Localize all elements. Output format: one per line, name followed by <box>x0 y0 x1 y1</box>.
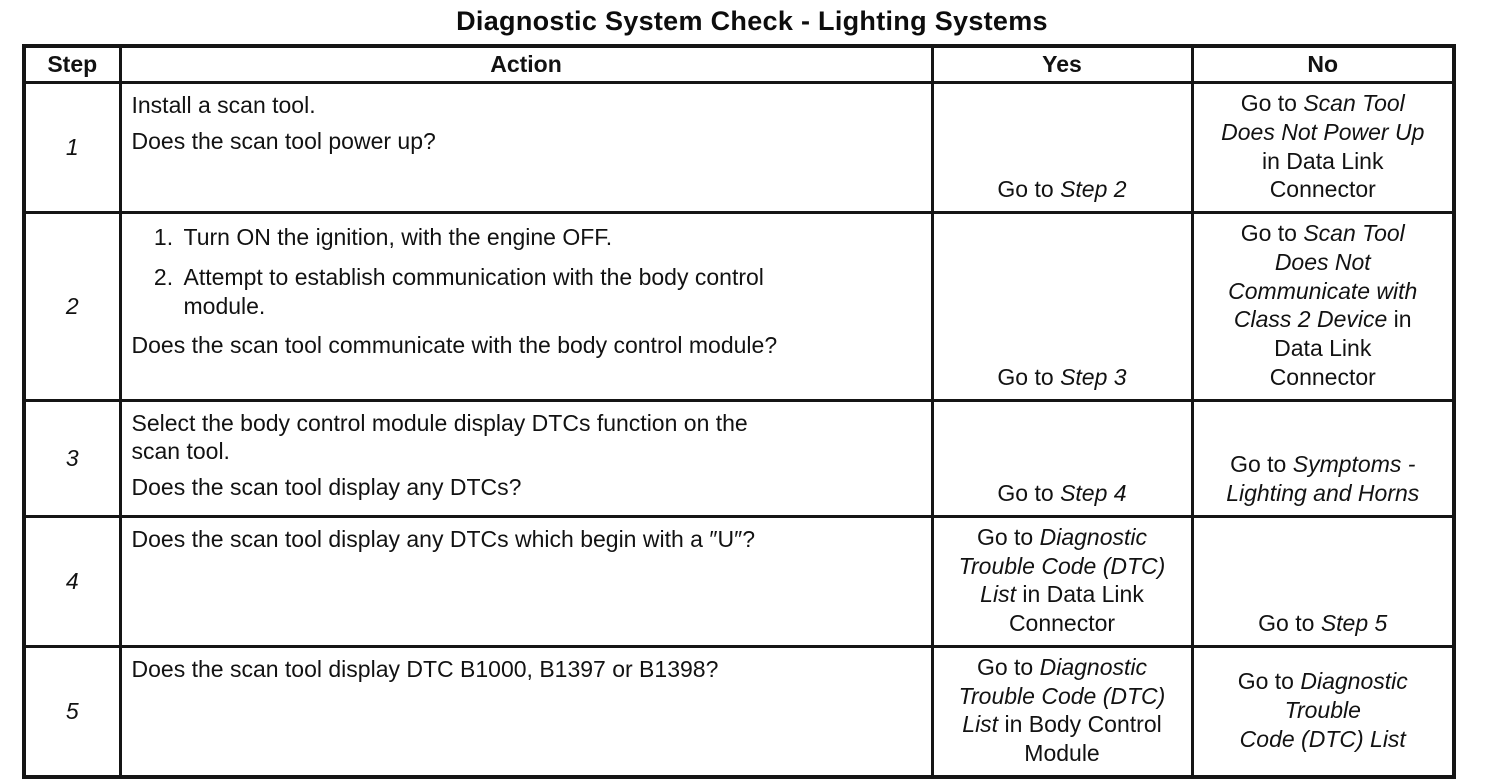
goto-reference: Step 4 <box>1060 480 1127 506</box>
step-number: 1 <box>22 81 122 214</box>
table-row: 1 Install a scan tool. Does the scan too… <box>22 81 1456 214</box>
action-list-item: Turn ON the ignition, with the engine OF… <box>180 223 919 252</box>
goto-reference: Step 3 <box>1060 363 1127 390</box>
table-row: 4 Does the scan tool display any DTCs wh… <box>22 514 1456 648</box>
goto-text: in Data Link Connector <box>1008 581 1144 636</box>
page-title: Diagnostic System Check - Lighting Syste… <box>456 6 1048 36</box>
action-text: Select the body control module display D… <box>131 409 748 465</box>
header-row: Step Action Yes No <box>22 44 1456 84</box>
step-number: 2 <box>22 211 122 402</box>
action-question: Does the scan tool display DTC B1000, B1… <box>131 655 719 682</box>
action-question: Does the scan tool communicate with the … <box>131 332 778 359</box>
no-cell: Go to Diagnostic Trouble Code (DTC) List <box>1190 644 1456 779</box>
column-header-no: No <box>1190 44 1456 84</box>
goto-text: Go to <box>997 363 1061 390</box>
action-list-item: Attempt to establish communication with … <box>180 263 919 321</box>
yes-cell: Go to Diagnostic Trouble Code (DTC) List… <box>930 644 1194 779</box>
table-row: 3 Select the body control module display… <box>22 398 1456 518</box>
goto-reference: Diagnostic Trouble Code (DTC) List <box>958 523 1166 608</box>
goto-text: Go to <box>976 523 1040 550</box>
step-number: 4 <box>22 514 122 648</box>
goto-text: Go to <box>1230 451 1293 478</box>
goto-text: in Body Control Module <box>1004 711 1162 766</box>
goto-text: Go to <box>997 480 1061 506</box>
goto-reference: Diagnostic Trouble Code (DTC) List <box>958 653 1166 738</box>
step-number: 5 <box>22 644 122 779</box>
yes-cell: Go to Step 4 <box>930 398 1194 518</box>
goto-reference: Scan Tool Does Not Communicate with Clas… <box>1228 220 1418 333</box>
no-cell: Go to Symptoms - Lighting and Horns <box>1190 398 1456 518</box>
action-question: Does the scan tool display any DTCs? <box>131 474 522 500</box>
yes-cell: Go to Step 3 <box>930 211 1194 402</box>
action-cell: Does the scan tool display DTC B1000, B1… <box>118 644 934 779</box>
action-question: Does the scan tool power up? <box>131 127 436 154</box>
goto-text: Go to <box>1240 90 1304 116</box>
column-header-action: Action <box>118 44 934 84</box>
goto-text: Go to <box>976 653 1040 680</box>
goto-text: in Data Link Connector <box>1262 147 1384 203</box>
no-cell: Go to Step 5 <box>1190 514 1456 648</box>
action-cell: Select the body control module display D… <box>118 398 934 518</box>
goto-reference: Step 2 <box>1060 176 1127 203</box>
diagnostic-table: Step Action Yes No 1 Install a scan tool… <box>22 44 1456 779</box>
goto-reference: Step 5 <box>1320 610 1388 636</box>
goto-text: in Data Link Connector <box>1269 306 1412 390</box>
column-header-yes: Yes <box>930 44 1194 84</box>
no-cell: Go to Scan Tool Does Not Communicate wit… <box>1190 211 1456 402</box>
step-number: 3 <box>22 398 122 518</box>
yes-cell: Go to Diagnostic Trouble Code (DTC) List… <box>930 514 1194 648</box>
column-header-step: Step <box>22 44 122 84</box>
goto-text: Go to <box>1258 610 1321 636</box>
action-steps-list: Turn ON the ignition, with the engine OF… <box>132 223 919 320</box>
action-question: Does the scan tool display any DTCs whic… <box>131 525 756 552</box>
action-cell: Does the scan tool display any DTCs whic… <box>118 514 934 648</box>
yes-cell: Go to Step 2 <box>930 81 1194 214</box>
goto-reference: Scan Tool Does Not Power Up <box>1221 90 1425 145</box>
goto-text: Go to <box>1240 220 1304 246</box>
table-row: 5 Does the scan tool display DTC B1000, … <box>22 644 1456 779</box>
table-row: 2 Turn ON the ignition, with the engine … <box>22 211 1456 402</box>
no-cell: Go to Scan Tool Does Not Power Up in Dat… <box>1190 81 1456 214</box>
action-cell: Turn ON the ignition, with the engine OF… <box>118 211 934 402</box>
action-text: Install a scan tool. <box>131 92 316 118</box>
goto-reference: Symptoms - Lighting and Horns <box>1226 451 1420 506</box>
goto-text: Go to <box>1237 668 1301 695</box>
goto-text: Go to <box>997 176 1061 203</box>
action-cell: Install a scan tool. Does the scan tool … <box>118 81 934 214</box>
